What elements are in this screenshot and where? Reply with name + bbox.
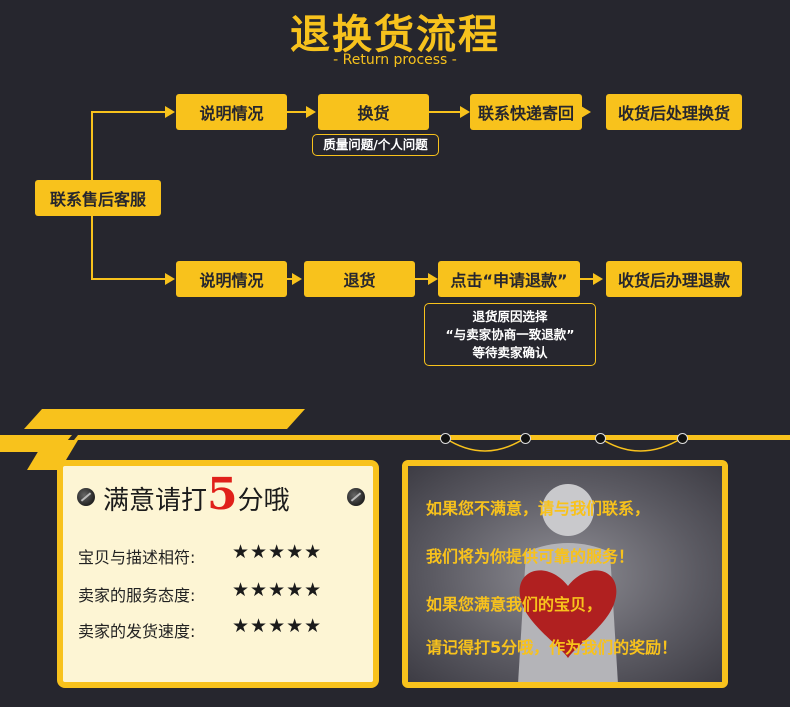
- connector-bottom-branch: [91, 278, 165, 280]
- exchange-arrow-line-1: [287, 111, 309, 113]
- rating-title-number: 5: [207, 469, 238, 520]
- hanging-peg: [677, 433, 688, 444]
- screw-icon: [347, 488, 365, 506]
- stripe-top: [24, 409, 305, 429]
- exchange-step-ship-back: 联系快递寄回: [470, 94, 582, 130]
- connector-top-branch: [91, 111, 165, 113]
- stripe-slant: [27, 440, 78, 470]
- message-panel: [402, 460, 728, 688]
- refund-arrow-3: [593, 273, 603, 285]
- hanging-peg: [595, 433, 606, 444]
- rating-title-after: 分哦: [237, 486, 290, 516]
- refund-arrow-line-3: [580, 278, 594, 280]
- hanging-peg: [520, 433, 531, 444]
- figure-with-heart-icon: [518, 484, 618, 682]
- message-line: 请记得打5分哦，作为我们的奖励！: [426, 638, 678, 657]
- page-subtitle: - Return process -: [333, 52, 457, 68]
- refund-arrow-2: [428, 273, 438, 285]
- stripe-long: [74, 435, 790, 440]
- exchange-step-process: 收货后处理换货: [606, 94, 742, 130]
- exchange-arrow-3: [581, 106, 591, 118]
- refund-reason-note: 退货原因选择 “与卖家协商一致退款” 等待卖家确认: [424, 303, 596, 366]
- refund-step-process: 收货后办理退款: [606, 261, 742, 297]
- message-line: 我们将为你提供可靠的服务！: [426, 547, 635, 566]
- decorative-stripes: [0, 409, 790, 470]
- exchange-arrow-1: [306, 106, 316, 118]
- star-rating-icon[interactable]: ★★★★★: [232, 579, 323, 601]
- hanging-rope-left: [444, 437, 526, 452]
- refund-step-apply: 点击“申请退款”: [438, 261, 580, 297]
- exchange-step-exchange: 换货: [318, 94, 429, 130]
- star-rating-icon[interactable]: ★★★★★: [232, 541, 323, 563]
- refund-note-line: 退货原因选择: [472, 309, 548, 324]
- rating-row-label: 卖家的服务态度:: [78, 586, 196, 605]
- refund-note-line: 等待卖家确认: [472, 345, 548, 360]
- screw-icon: [77, 488, 95, 506]
- refund-step-return: 退货: [304, 261, 415, 297]
- exchange-reason-note: 质量问题/个人问题: [312, 134, 439, 156]
- refund-step-explain: 说明情况: [176, 261, 287, 297]
- exchange-arrow-line-2: [429, 111, 461, 113]
- arrow-bottom-branch: [165, 273, 175, 285]
- refund-arrow-1: [292, 273, 302, 285]
- message-line: 如果您满意我们的宝贝，: [426, 595, 603, 614]
- rating-panel: 满意请打5分哦: [57, 460, 379, 688]
- refund-note-line: “与卖家协商一致退款”: [445, 327, 575, 342]
- flow-start-contact-service: 联系售后客服: [35, 180, 161, 216]
- hanging-rope-right: [599, 437, 683, 452]
- rating-row-label: 宝贝与描述相符:: [78, 548, 196, 567]
- hanging-peg: [440, 433, 451, 444]
- refund-arrow-line-2: [415, 278, 429, 280]
- refund-arrow-line-1: [287, 278, 295, 280]
- exchange-arrow-2: [460, 106, 470, 118]
- page-title: 退换货流程: [290, 12, 500, 58]
- message-line: 如果您不满意，请与我们联系，: [426, 499, 651, 518]
- star-rating-icon[interactable]: ★★★★★: [232, 615, 323, 637]
- rating-row-label: 卖家的发货速度:: [78, 622, 196, 641]
- exchange-step-explain: 说明情况: [176, 94, 287, 130]
- rating-title: 满意请打5分哦: [103, 473, 290, 517]
- arrow-top-branch: [165, 106, 175, 118]
- rating-title-before: 满意请打: [103, 486, 208, 516]
